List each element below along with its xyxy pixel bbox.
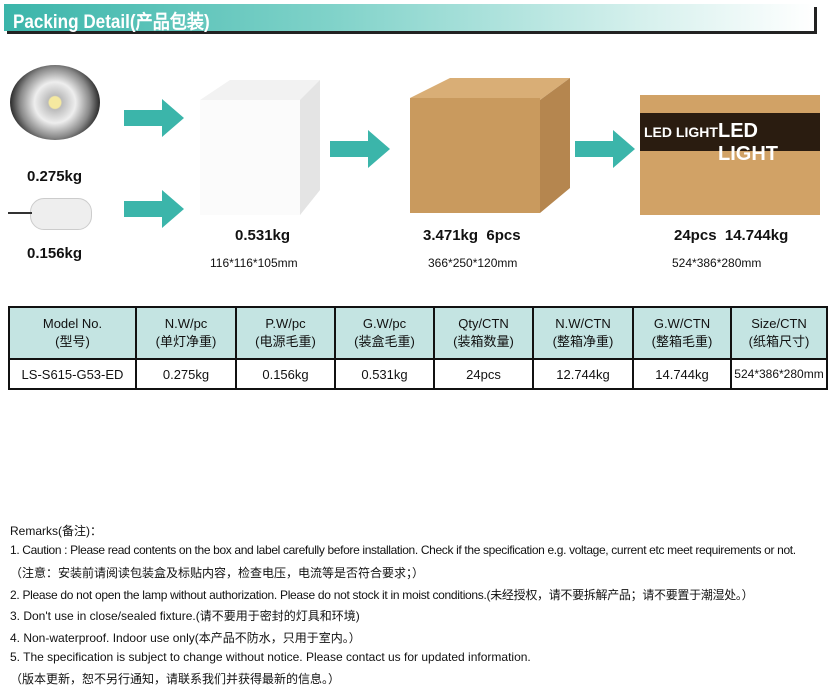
master-carton-image: LED LIGHT LED LIGHT	[640, 95, 820, 215]
cell-gw-ctn: 14.744kg	[632, 358, 732, 390]
header-pw-pc: P.W/pc (电源毛重)	[235, 306, 336, 360]
section-title: Packing Detail(产品包装)	[13, 12, 210, 33]
header-en: G.W/pc	[362, 316, 407, 331]
header-en: G.W/CTN	[653, 316, 711, 331]
header-gw-ctn: G.W/CTN (整箱毛重)	[632, 306, 732, 360]
arrow-icon	[124, 99, 184, 137]
cell-qty-ctn: 24pcs	[433, 358, 534, 390]
driver-image	[30, 198, 92, 230]
header-cn: (电源毛重)	[255, 334, 316, 349]
carton-brand: LED LIGHT	[718, 120, 778, 165]
header-en: Size/CTN	[751, 316, 807, 331]
remark-line: 1. Caution : Please read contents on the…	[10, 543, 796, 557]
header-cn: (单灯净重)	[155, 334, 217, 349]
header-cn: (纸箱尺寸)	[748, 334, 810, 349]
section-banner: Packing Detail(产品包装)	[4, 4, 814, 33]
master-carton-weight: 24pcs 14.744kg	[674, 227, 789, 244]
header-en: Qty/CTN	[458, 316, 509, 331]
header-gw-pc: G.W/pc (装盒毛重)	[334, 306, 435, 360]
cell-pw-pc: 0.156kg	[235, 358, 336, 390]
header-size-ctn: Size/CTN (纸箱尺寸)	[730, 306, 828, 360]
remark-line: 3. Don't use in close/sealed fixture.(请不…	[10, 609, 360, 623]
remark-line: （版本更新，恕不另行通知，请联系我们并获得最新的信息。）	[10, 672, 341, 686]
driver-cable	[8, 212, 32, 214]
header-cn: (整箱净重)	[552, 334, 614, 349]
arrow-icon	[124, 190, 184, 228]
remark-line: 2. Please do not open the lamp without a…	[10, 588, 754, 602]
header-qty-ctn: Qty/CTN (装箱数量)	[433, 306, 534, 360]
arrow-icon	[575, 130, 635, 168]
header-model: Model No. (型号)	[8, 306, 137, 360]
inner-carton-weight: 3.471kg 6pcs	[423, 227, 521, 244]
packing-table: Model No.(型号) N.W/pc(单灯净重) P.W/pc(电源毛重) …	[8, 306, 828, 390]
arrow-icon	[330, 130, 390, 168]
driver-weight: 0.156kg	[27, 245, 83, 262]
cell-size-ctn: 524*386*280mm	[730, 358, 828, 390]
master-carton-size: 524*386*280mm	[672, 256, 762, 270]
lamp-weight: 0.275kg	[27, 168, 83, 185]
header-en: N.W/pc	[164, 316, 208, 331]
header-cn: (装盒毛重)	[354, 334, 415, 349]
cell-gw-pc: 0.531kg	[334, 358, 435, 390]
header-en: Model No.	[42, 316, 103, 331]
remark-line: （注意：安装前请阅读包装盒及标贴内容，检查电压，电流等是否符合要求；）	[10, 566, 425, 580]
cell-nw-ctn: 12.744kg	[532, 358, 634, 390]
header-nw-ctn: N.W/CTN (整箱净重)	[532, 306, 634, 360]
giftbox-size: 116*116*105mm	[210, 256, 298, 270]
header-en: N.W/CTN	[555, 316, 611, 331]
remarks-title: Remarks(备注)：	[10, 524, 102, 538]
carton-brand-side: LED LIGHT	[644, 124, 718, 140]
giftbox-weight: 0.531kg	[235, 227, 291, 244]
header-cn: (整箱毛重)	[651, 334, 713, 349]
header-nw-pc: N.W/pc (单灯净重)	[135, 306, 237, 360]
inner-carton-size: 366*250*120mm	[428, 256, 518, 270]
cell-model: LS-S615-G53-ED	[8, 358, 137, 390]
remark-line: 5. The specification is subject to chang…	[10, 650, 531, 664]
inner-carton-image	[410, 78, 570, 213]
header-cn: (型号)	[55, 334, 90, 349]
lamp-image	[10, 65, 100, 140]
header-cn: (装箱数量)	[453, 334, 514, 349]
header-en: P.W/pc	[265, 316, 306, 331]
table-header-row: Model No.(型号) N.W/pc(单灯净重) P.W/pc(电源毛重) …	[8, 306, 828, 360]
table-row: LS-S615-G53-ED 0.275kg 0.156kg 0.531kg 2…	[8, 358, 828, 390]
gift-box-image	[200, 80, 320, 215]
remark-line: 4. Non-waterproof. Indoor use only(本产品不防…	[10, 631, 361, 645]
cell-nw-pc: 0.275kg	[135, 358, 237, 390]
